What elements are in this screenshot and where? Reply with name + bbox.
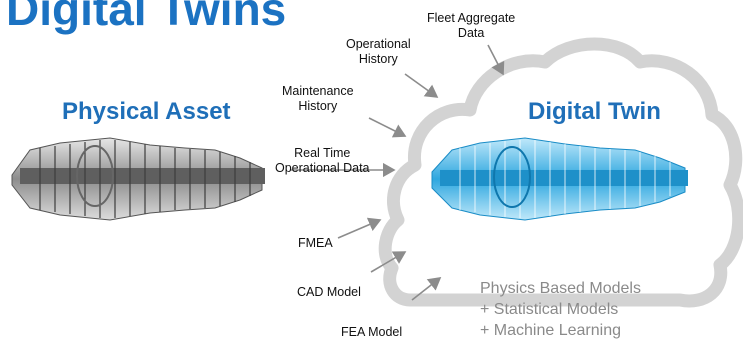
digital-engine-image [431,137,688,221]
physical-asset-label: Physical Asset [62,98,231,125]
input-label-fea-model: FEA Model [341,325,403,339]
arrow-fea [411,277,442,301]
model-statistical: + Statistical Models [480,301,619,318]
digital-twin-label: Digital Twin [528,98,661,125]
arrow-maintenance-history [368,117,407,138]
physical-engine-image [11,137,265,221]
page-title: Digital Twins [6,0,287,35]
arrow-cad [370,251,407,273]
model-list: Physics Based Models + Statistical Model… [480,278,641,341]
cloud-outline [378,37,743,308]
input-label-fmea: FMEA [298,236,333,250]
arrow-operational-history [404,73,439,98]
input-label-cad-model: CAD Model [297,285,361,299]
arrow-fmea [337,217,382,239]
arrow-fleet [487,44,505,76]
model-physics-based: Physics Based Models [480,280,641,297]
model-machine-learning: + Machine Learning [480,322,621,339]
